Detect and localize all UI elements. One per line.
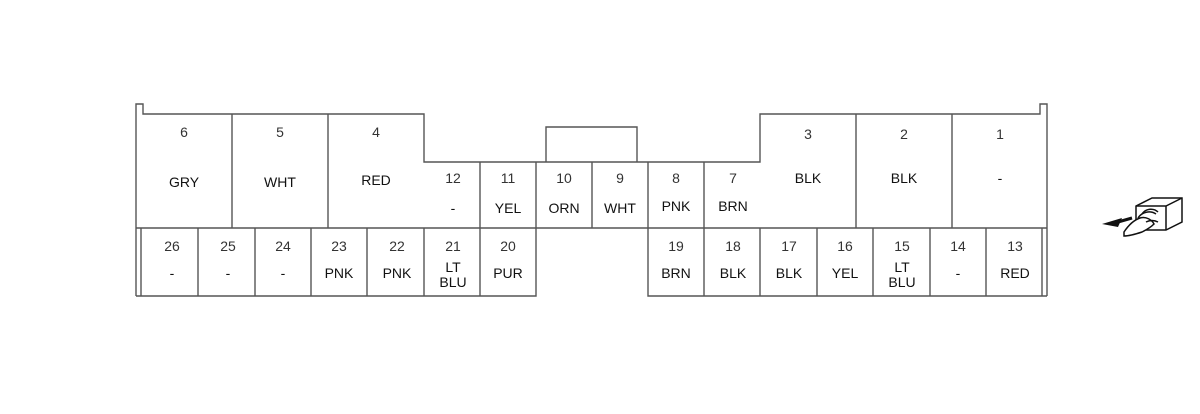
pin-wire-color: -: [226, 265, 231, 281]
pin-wire-color: BLK: [795, 170, 822, 186]
pin-14: 14 -: [950, 238, 966, 281]
pin-wire-color: GRY: [169, 174, 200, 190]
pin-number: 3: [804, 126, 812, 142]
pin-wire-color: ORN: [548, 200, 579, 216]
pin-wire-color: -: [281, 265, 286, 281]
pin-24: 24 -: [275, 238, 291, 281]
pin-number: 5: [276, 124, 284, 140]
pin-wire-color: PUR: [493, 265, 523, 281]
pin-wire-color: BLK: [891, 170, 918, 186]
pin-wire-color: BLU: [439, 274, 466, 290]
pin-number: 22: [389, 238, 405, 254]
pin-wire-color: LT: [445, 259, 461, 275]
pin-number: 19: [668, 238, 684, 254]
pin-number: 15: [894, 238, 910, 254]
pin-26: 26 -: [164, 238, 180, 281]
pin-wire-color: RED: [1000, 265, 1030, 281]
pin-number: 8: [672, 170, 680, 186]
pin-wire-color: PNK: [325, 265, 354, 281]
pin-wire-color: WHT: [604, 200, 636, 216]
connector-view-hand-icon: [1102, 197, 1183, 237]
pin-number: 25: [220, 238, 236, 254]
pin-number: 24: [275, 238, 291, 254]
pin-number: 12: [445, 170, 461, 186]
pin-number: 17: [781, 238, 797, 254]
pin-number: 9: [616, 170, 624, 186]
pin-number: 21: [445, 238, 461, 254]
pin-number: 26: [164, 238, 180, 254]
pin-number: 11: [501, 170, 516, 186]
pin-number: 23: [331, 238, 347, 254]
pin-wire-color: PNK: [662, 198, 691, 214]
pin-25: 25 -: [220, 238, 236, 281]
pin-wire-color: WHT: [264, 174, 296, 190]
pin-1: 1-: [996, 126, 1004, 186]
connector-outline: [135, 103, 1048, 297]
pin-number: 14: [950, 238, 966, 254]
pin-wire-color: YEL: [832, 265, 859, 281]
pin-number: 7: [729, 170, 737, 186]
pin-wire-color: YEL: [495, 200, 522, 216]
pin-number: 1: [996, 126, 1004, 142]
pin-number: 10: [556, 170, 572, 186]
pin-number: 18: [725, 238, 741, 254]
pin-wire-color: PNK: [383, 265, 412, 281]
pin-number: 4: [372, 124, 380, 140]
pin-number: 16: [837, 238, 853, 254]
pin-wire-color: -: [170, 265, 175, 281]
pin-wire-color: -: [451, 200, 456, 216]
pin-wire-color: BLK: [720, 265, 747, 281]
pin-number: 20: [500, 238, 516, 254]
pin-wire-color: BRN: [718, 198, 748, 214]
pin-number: 13: [1007, 238, 1023, 254]
pin-number: 6: [180, 124, 188, 140]
pin-wire-color: BLK: [776, 265, 803, 281]
pin-number: 2: [900, 126, 908, 142]
pin-wire-color: -: [998, 170, 1003, 186]
pin-wire-color: RED: [361, 172, 391, 188]
pin-wire-color: -: [956, 265, 961, 281]
pin-wire-color: LT: [894, 259, 910, 275]
pin-wire-color: BLU: [888, 274, 915, 290]
pin-12: 12 -: [445, 170, 461, 216]
pin-wire-color: BRN: [661, 265, 691, 281]
